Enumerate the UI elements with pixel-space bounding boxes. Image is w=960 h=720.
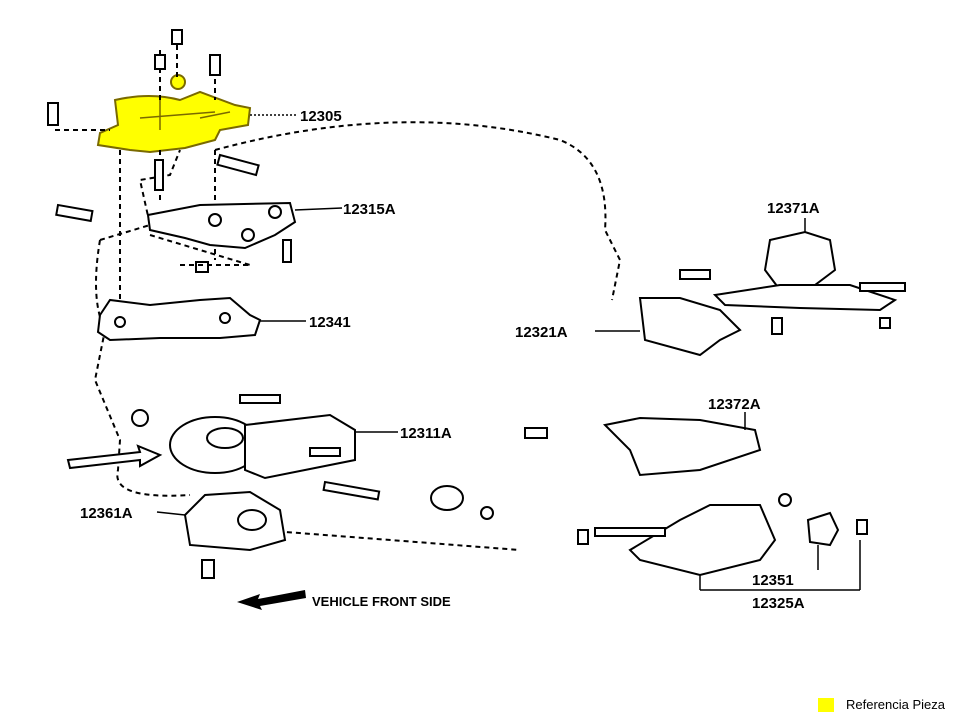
part-12351-bushing[interactable]: [778, 493, 868, 547]
part-12361A-mount[interactable]: [183, 490, 287, 579]
part-12341-bracket[interactable]: [96, 296, 262, 342]
label-12325A: 12325A: [752, 595, 805, 612]
label-12372A: 12372A: [708, 396, 761, 413]
label-12351: 12351: [752, 572, 794, 589]
part-12325A-bracket[interactable]: [577, 504, 777, 577]
label-12341: 12341: [309, 314, 351, 331]
label-12321A: 12321A: [515, 324, 568, 341]
legend: Referencia Pieza: [818, 697, 945, 712]
label-12371A: 12371A: [767, 200, 820, 217]
label-12361A: 12361A: [80, 505, 133, 522]
label-12311A: 12311A: [400, 425, 452, 442]
legend-label: Referencia Pieza: [846, 697, 945, 712]
direction-arrow-icon: [66, 444, 163, 470]
part-12371A-mount[interactable]: [712, 230, 906, 335]
legend-swatch: [818, 697, 834, 712]
bolts: [47, 29, 292, 273]
vehicle-front-arrow-icon: [237, 590, 306, 610]
part-12315A-bracket[interactable]: [146, 201, 297, 250]
part-12311A-mount[interactable]: [131, 394, 494, 520]
label-12305: 12305: [300, 108, 342, 125]
label-12315A: 12315A: [343, 201, 396, 218]
part-12305-engine-mount[interactable]: [96, 74, 252, 154]
part-12321A-bracket[interactable]: [638, 269, 742, 357]
part-12372A-bracket[interactable]: [524, 416, 762, 477]
vehicle-front-side-label: VEHICLE FRONT SIDE: [312, 594, 451, 609]
